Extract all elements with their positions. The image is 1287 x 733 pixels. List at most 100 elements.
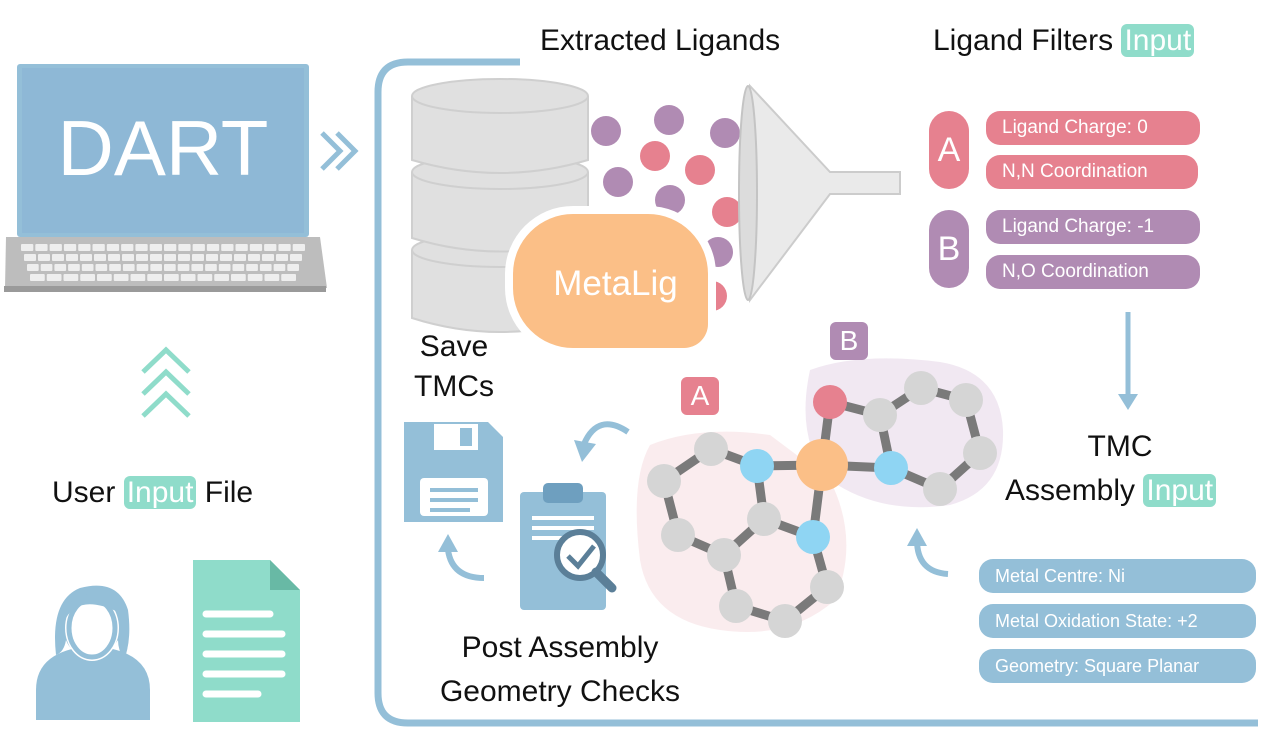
keyboard-key — [248, 254, 260, 261]
keyboard-key — [177, 264, 190, 271]
chevron-right-double-icon — [320, 131, 359, 171]
metalig-badge — [513, 214, 708, 348]
keyboard-key — [178, 244, 191, 251]
assembly-parameter: Metal Oxidation State: +2 — [979, 604, 1256, 638]
keyboard-key — [27, 264, 39, 271]
ligand-filters-title-text: Ligand Filters — [933, 24, 1114, 57]
keyboard-key — [287, 264, 299, 271]
floppy-disk-icon — [404, 422, 503, 522]
input-tag: Input — [1121, 24, 1195, 57]
keyboard-key — [164, 264, 176, 271]
workflow-bracket — [374, 58, 1258, 727]
keyboard-key — [52, 254, 64, 261]
user-input-suffix: File — [204, 476, 254, 509]
keyboard-key — [63, 274, 79, 281]
keyboard-key — [40, 264, 53, 271]
keyboard-key — [180, 274, 196, 281]
keyboard-key — [130, 274, 146, 281]
filter-tag-a: A — [929, 111, 969, 189]
keyboard-key — [192, 254, 204, 261]
dart-label: DART — [57, 104, 269, 192]
keyboard-key — [164, 254, 176, 261]
keyboard-key — [232, 264, 245, 271]
keyboard-key — [49, 244, 62, 251]
keyboard-key — [95, 264, 108, 271]
keyboard-key — [38, 254, 50, 261]
keyboard-key — [30, 274, 45, 281]
keyboard-key — [276, 254, 288, 261]
keyboard-key — [136, 264, 149, 271]
input-tag: Input — [123, 476, 197, 509]
keyboard-key — [259, 264, 272, 271]
input-tag: Input — [1143, 474, 1217, 507]
keyboard-key — [121, 244, 134, 251]
keyboard-key — [191, 264, 204, 271]
down-arrow-icon — [1118, 312, 1138, 410]
keyboard-key — [92, 244, 105, 251]
keyboard-key — [278, 244, 291, 251]
keyboard-key — [66, 254, 78, 261]
keyboard-key — [108, 254, 120, 261]
filter-tag-b: B — [929, 210, 969, 288]
keyboard-key — [135, 244, 148, 251]
chevron-up-triple-icon — [141, 346, 191, 418]
keyboard-key — [63, 244, 77, 251]
keyboard-key — [81, 264, 94, 271]
keyboard-key — [281, 274, 296, 281]
keyboard-key — [147, 274, 162, 281]
metalig-label: MetaLig — [553, 264, 678, 303]
keyboard-key — [234, 254, 246, 261]
keyboard-key — [206, 254, 218, 261]
keyboard-key — [136, 254, 148, 261]
keyboard-key — [264, 274, 280, 281]
keyboard-key — [113, 274, 129, 281]
filter-pill: Ligand Charge: 0 — [986, 111, 1200, 145]
filter-pill: N,N Coordination — [986, 155, 1198, 189]
keyboard-key — [221, 244, 234, 251]
keyboard-key — [205, 264, 217, 271]
keyboard-key — [94, 254, 106, 261]
ligand-filters-title: Ligand Filters Input — [933, 24, 1195, 58]
keyboard-key — [24, 254, 36, 261]
molecule-tag-a: A — [681, 377, 719, 415]
keyboard-key — [122, 264, 135, 271]
tmc-assembly-title-line1: TMC — [1087, 430, 1153, 463]
keyboard-key — [247, 274, 263, 281]
ligand-a-region — [636, 431, 847, 632]
keyboard-key — [235, 244, 248, 251]
keyboard-key — [46, 274, 62, 281]
keyboard-key — [97, 274, 112, 281]
molecule-tag-b: B — [830, 322, 868, 360]
keyboard-key — [68, 264, 80, 271]
keyboard-key — [106, 244, 120, 251]
molecule-atoms — [647, 371, 997, 638]
keyboard-key — [164, 244, 177, 251]
keyboard-key — [249, 244, 263, 251]
clipboard-check-icon — [520, 483, 617, 610]
user-input-prefix: User — [52, 476, 116, 509]
keyboard-key — [290, 254, 302, 261]
keyboard-key — [231, 274, 246, 281]
extracted-ligands-title: Extracted Ligands — [540, 24, 781, 57]
keyboard-key — [218, 264, 231, 271]
keyboard-key — [178, 254, 190, 261]
keyboard-key — [164, 274, 179, 281]
keyboard-key — [54, 264, 67, 271]
keyboard-key — [192, 244, 205, 251]
tmc-assembly-text: Assembly — [1005, 474, 1136, 507]
keyboard-key — [150, 254, 162, 261]
keyboard-key — [246, 264, 258, 271]
keyboard-key — [109, 264, 121, 271]
keyboard-key — [220, 254, 232, 261]
laptop-icon — [4, 64, 327, 292]
keyboard-key — [273, 264, 286, 271]
keyboard-key — [214, 274, 229, 281]
post-assembly-label: Post Assembly Geometry Checks — [439, 631, 681, 708]
person-icon — [36, 585, 150, 720]
keyboard-key — [206, 244, 220, 251]
keyboard-key — [80, 274, 95, 281]
assembly-parameter: Metal Centre: Ni — [979, 559, 1256, 593]
keyboard-key — [264, 244, 277, 251]
keyboard-key — [149, 244, 162, 251]
keyboard-key — [122, 254, 134, 261]
